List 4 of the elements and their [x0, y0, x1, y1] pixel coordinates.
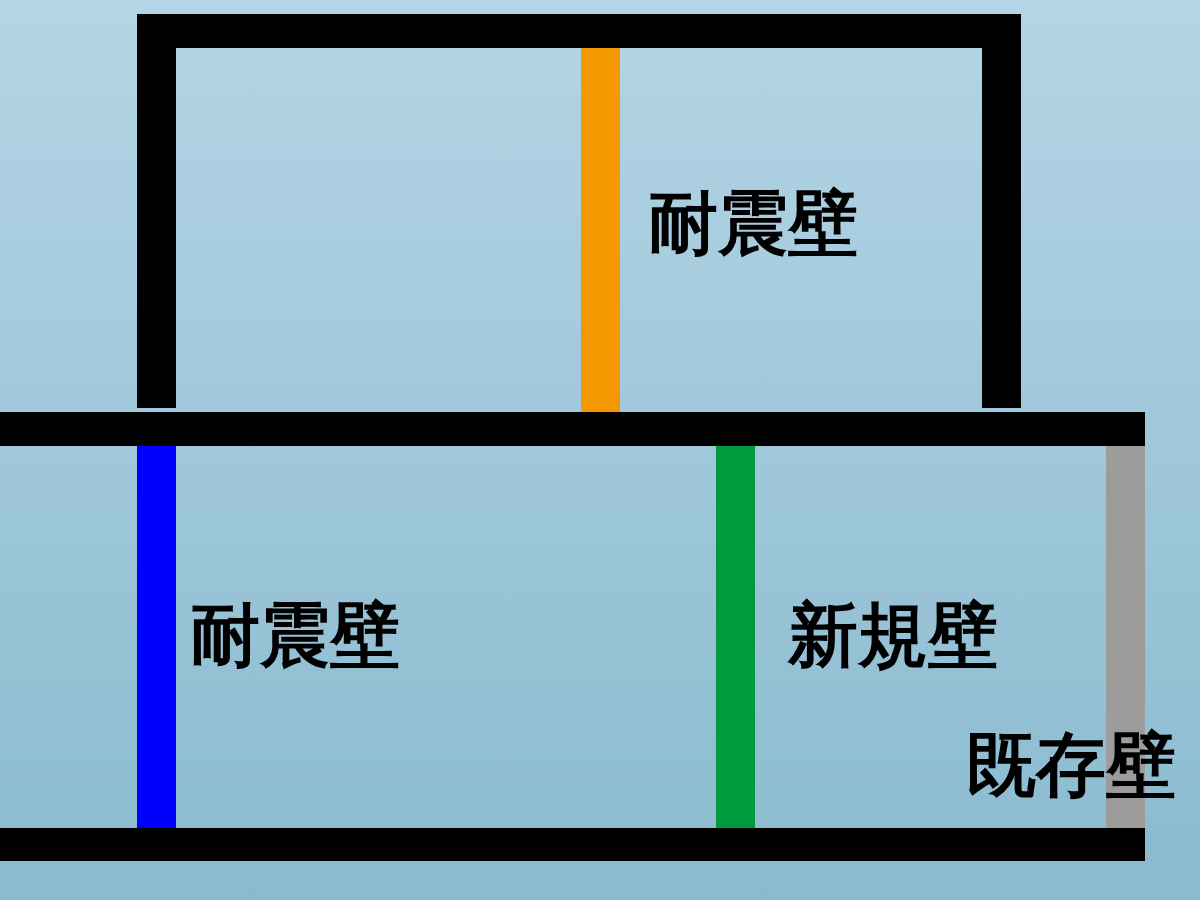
wall-label: 既存壁: [966, 730, 1176, 800]
wall-label: 耐震壁: [190, 600, 400, 670]
wall-label: 新規壁: [788, 600, 998, 670]
wall-label: 耐震壁: [648, 188, 858, 258]
